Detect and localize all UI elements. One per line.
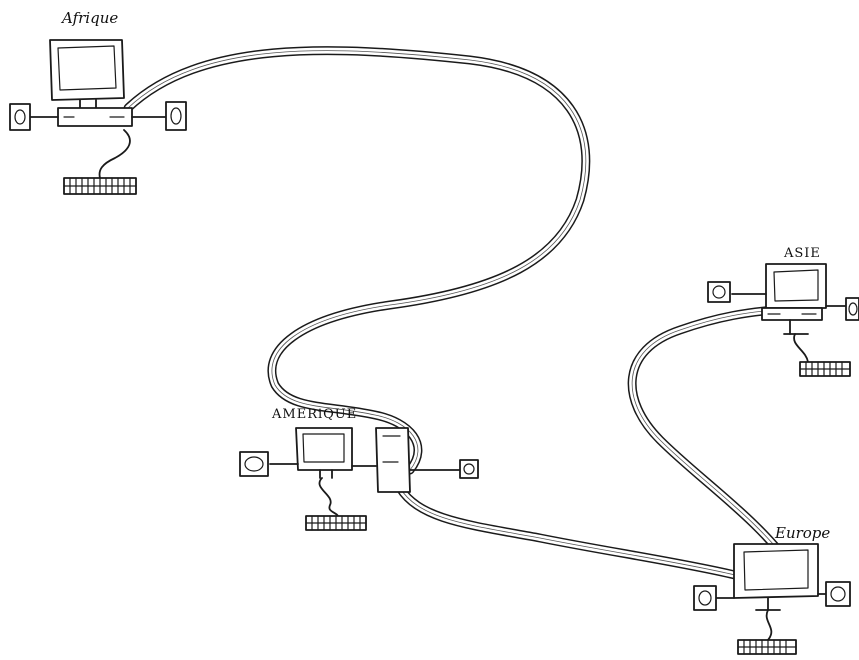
- speaker-left-icon: [693, 585, 735, 611]
- station-label-afrique: Afrique: [60, 9, 118, 27]
- station-asie: ASIE: [707, 246, 859, 377]
- station-label-europe: Europe: [774, 524, 830, 542]
- station-europe: Europe: [693, 524, 851, 655]
- monitor-icon: [295, 427, 353, 479]
- station-label-asie: ASIE: [783, 246, 821, 261]
- server-tower-icon: [351, 427, 411, 493]
- computer-unit-icon: [57, 107, 133, 127]
- keyboard-icon: [737, 597, 797, 655]
- station-label-amerique: AMERiQUE: [271, 407, 357, 422]
- speaker-right-icon: [817, 581, 851, 607]
- keyboard-icon: [305, 477, 367, 531]
- cable-amerique-europe: [395, 483, 740, 580]
- speaker-left-icon: [239, 451, 299, 477]
- speaker-right-icon: [825, 297, 859, 321]
- station-amerique: AMERiQUE: [239, 407, 479, 531]
- speaker-left-icon: [707, 281, 767, 303]
- monitor-icon: [765, 263, 827, 309]
- speaker-right-icon: [131, 101, 187, 131]
- cable-europe-asie: [627, 305, 800, 577]
- computer-unit-icon: [761, 307, 823, 321]
- speaker-right-icon: [409, 459, 479, 479]
- station-afrique: Afrique: [9, 9, 187, 195]
- monitor-icon: [49, 39, 125, 109]
- cable-afrique-amerique: [123, 46, 591, 475]
- keyboard-icon: [63, 129, 137, 195]
- speaker-left-icon: [9, 103, 59, 131]
- keyboard-icon: [783, 319, 851, 377]
- monitor-icon: [733, 543, 819, 599]
